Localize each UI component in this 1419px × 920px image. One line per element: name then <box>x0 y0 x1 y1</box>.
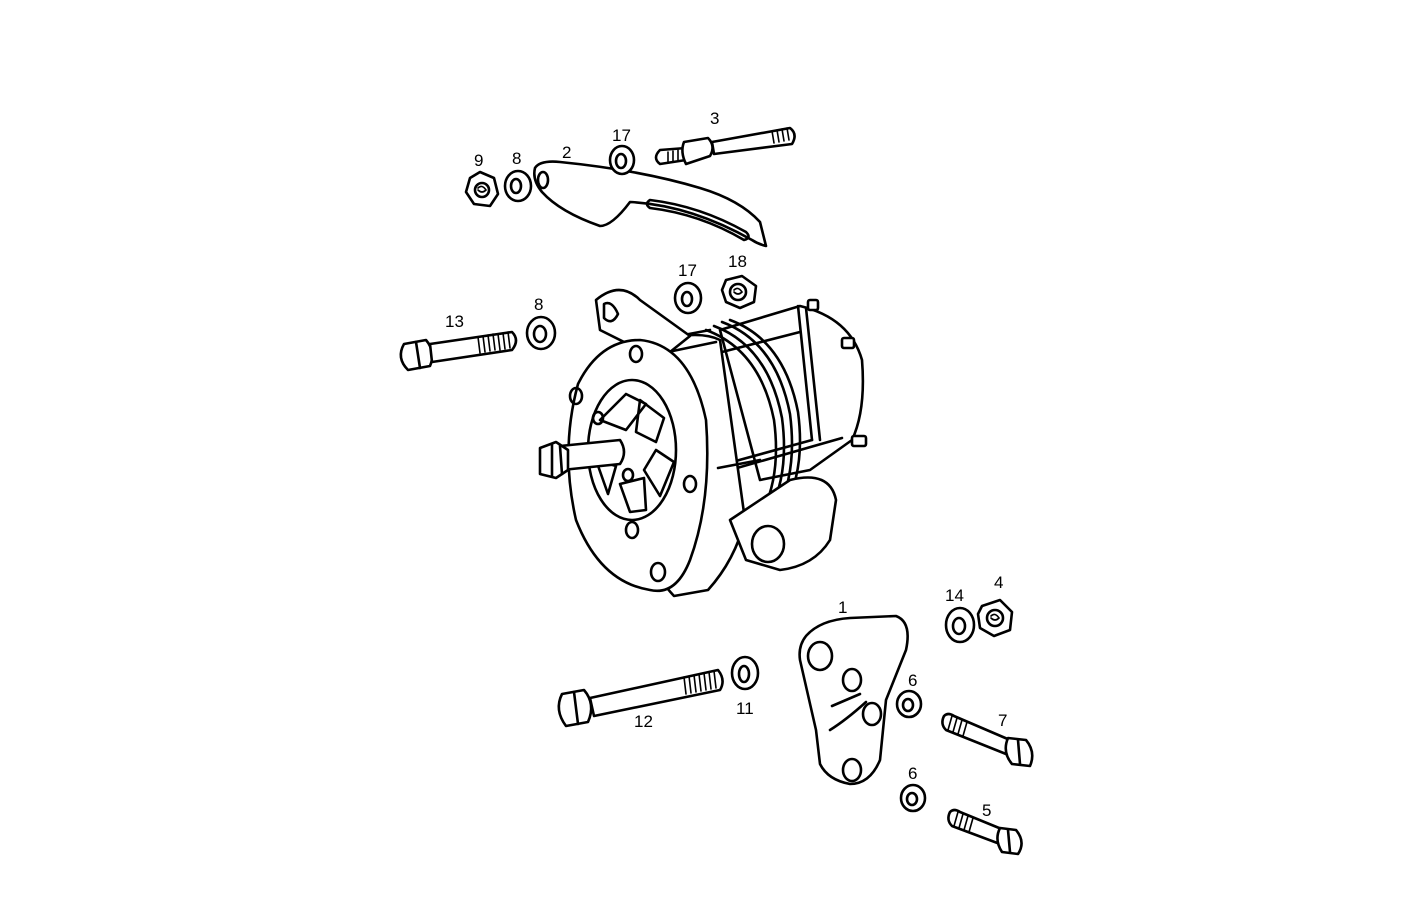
callout-13: 13 <box>445 312 464 331</box>
part-13-bolt <box>399 330 518 372</box>
callout-8b: 8 <box>534 295 543 314</box>
callout-7: 7 <box>998 711 1007 730</box>
part-6-washer-lower <box>899 783 927 813</box>
callout-6b: 6 <box>908 764 917 783</box>
part-12-long-bolt <box>557 668 724 728</box>
part-4-nut <box>976 598 1014 638</box>
part-17-washer-upper <box>608 144 636 176</box>
part-6-washer-upper <box>895 689 923 719</box>
callout-4: 4 <box>994 573 1003 592</box>
callout-17a: 17 <box>612 126 631 145</box>
part-18-nut <box>720 274 758 310</box>
callout-17b: 17 <box>678 261 697 280</box>
callout-3: 3 <box>710 109 719 128</box>
part-9-nut <box>464 170 500 208</box>
part-8-washer-middle <box>525 315 557 351</box>
callout-5: 5 <box>982 801 991 820</box>
callout-12: 12 <box>634 712 653 731</box>
callout-14: 14 <box>945 586 964 605</box>
part-11-washer <box>730 655 760 691</box>
part-1-mounting-bracket <box>798 614 909 786</box>
callout-2: 2 <box>562 143 571 162</box>
callout-9: 9 <box>474 151 483 170</box>
part-3-stud-bolt <box>654 126 796 166</box>
part-5-bolt <box>947 808 1023 856</box>
callout-6a: 6 <box>908 671 917 690</box>
callout-18: 18 <box>728 252 747 271</box>
part-17-washer-lower <box>673 281 703 315</box>
alternator <box>538 288 868 598</box>
part-2-adjustment-strap <box>533 160 768 248</box>
callout-8a: 8 <box>512 149 521 168</box>
part-14-washer <box>944 606 976 644</box>
callout-1: 1 <box>838 598 847 617</box>
part-8-washer-upper <box>503 169 533 203</box>
callout-11: 11 <box>736 699 754 718</box>
part-7-bolt <box>941 712 1034 768</box>
